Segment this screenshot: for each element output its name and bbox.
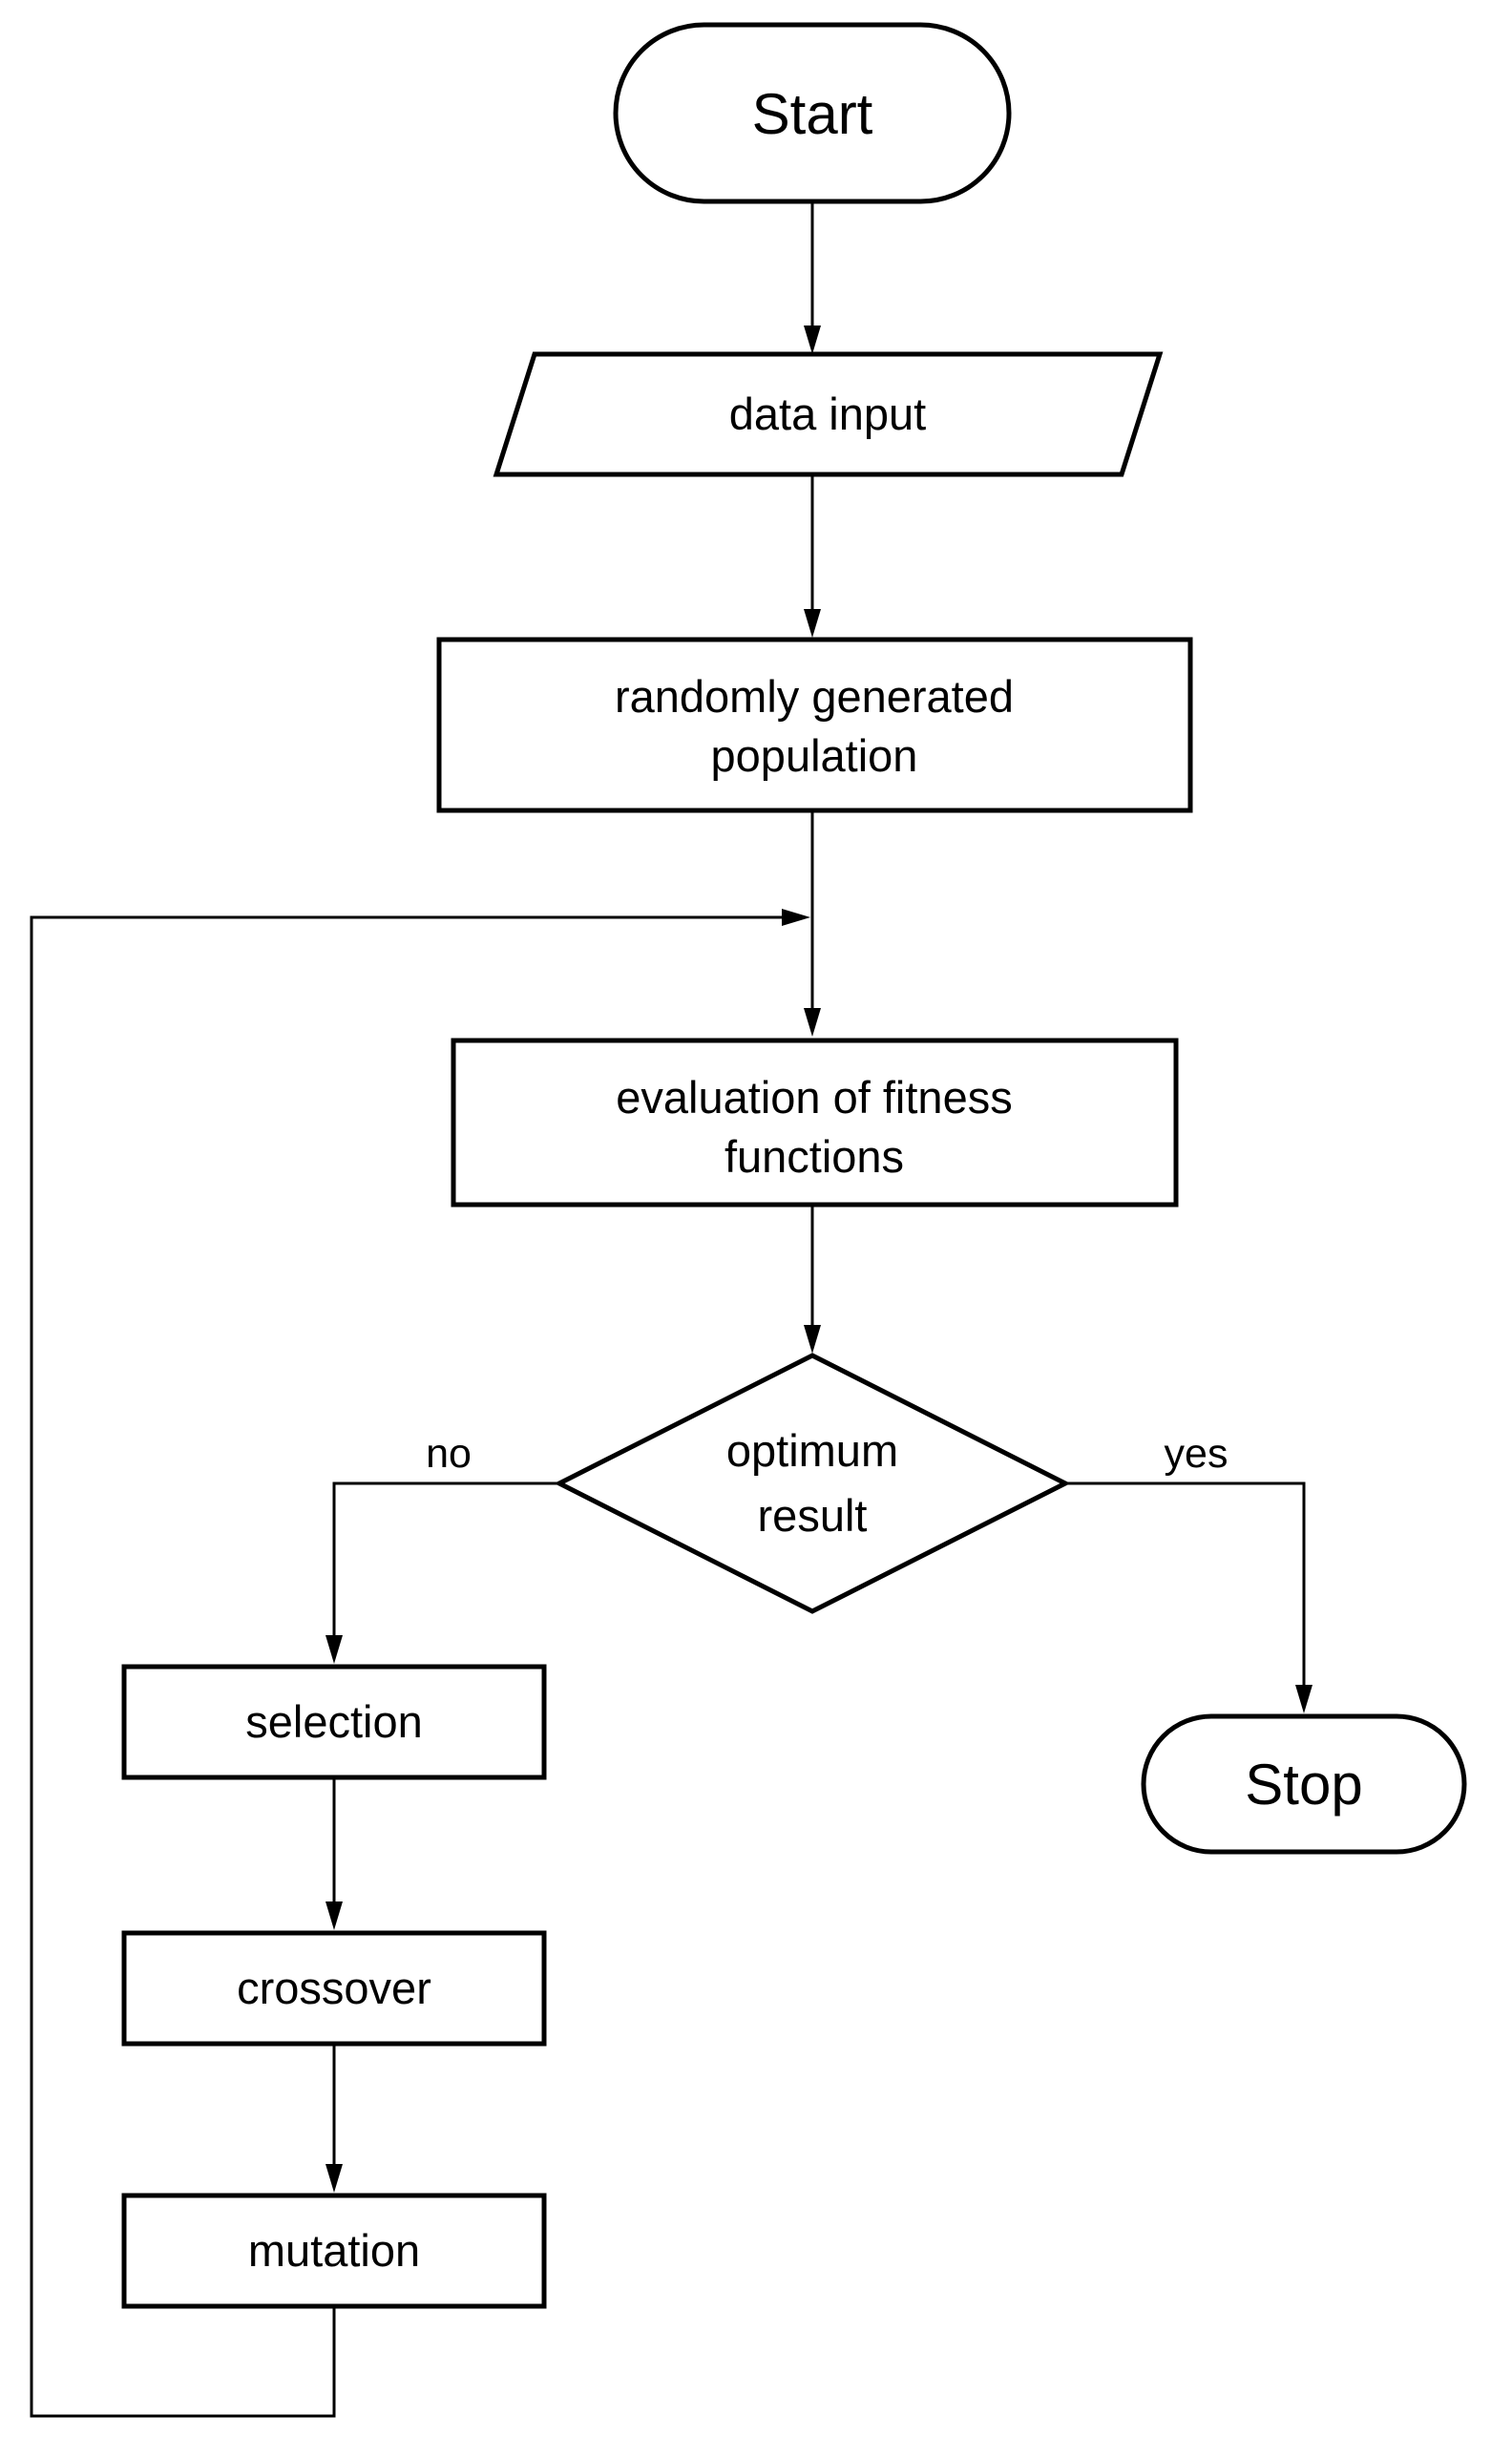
stop-label: Stop — [1245, 1753, 1362, 1817]
yes-branch-label: yes — [1165, 1431, 1228, 1477]
edge-data-input-to-population — [804, 474, 821, 638]
node-start: Start — [613, 22, 1012, 204]
population-process-shape — [436, 637, 1193, 813]
data-input-label: data input — [729, 389, 926, 439]
arrowhead-down-icon — [804, 1008, 821, 1037]
evaluation-process-shape — [451, 1038, 1179, 1208]
stop-terminator-shape — [1141, 1713, 1467, 1855]
decision-label-line1: optimum — [726, 1425, 898, 1476]
population-label-line2: population — [711, 730, 918, 781]
evaluation-label-line1: evaluation of fitness — [616, 1072, 1012, 1123]
edge-start-to-data-input — [804, 201, 821, 354]
population-label-line1: randomly generated — [615, 671, 1014, 722]
edge-line — [1065, 1481, 1306, 1687]
node-mutation: mutation — [121, 2193, 547, 2309]
arrowhead-down-icon — [326, 1901, 343, 1930]
data-input-parallelogram-shape — [493, 351, 1164, 477]
decision-label-line2: result — [758, 1490, 868, 1541]
arrowhead-down-icon — [804, 1325, 821, 1354]
arrowhead-down-icon — [804, 609, 821, 638]
node-population: randomly generated population — [436, 637, 1193, 813]
node-decision: optimum result — [554, 1353, 1071, 1614]
start-terminator-shape — [613, 22, 1012, 204]
arrowhead-down-icon — [326, 2164, 343, 2193]
arrowhead-down-icon — [1295, 1685, 1312, 1713]
feedback-loop-path — [30, 915, 783, 2418]
edge-line — [332, 1481, 559, 1637]
node-evaluation: evaluation of fitness functions — [451, 1038, 1179, 1208]
no-branch-label: no — [426, 1431, 472, 1477]
decision-diamond-shape — [554, 1353, 1071, 1614]
node-stop: Stop — [1141, 1713, 1467, 1855]
arrowhead-right-icon — [782, 909, 810, 926]
node-crossover: crossover — [121, 1930, 547, 2047]
mutation-label: mutation — [248, 2225, 420, 2276]
arrowhead-down-icon — [804, 326, 821, 354]
edge-decision-yes-to-stop — [1065, 1481, 1312, 1713]
crossover-process-shape — [121, 1930, 547, 2047]
edge-crossover-to-mutation — [326, 2044, 343, 2193]
crossover-label: crossover — [237, 1963, 431, 2013]
evaluation-label-line2: functions — [724, 1131, 904, 1182]
mutation-process-shape — [121, 2193, 547, 2309]
arrowhead-down-icon — [326, 1635, 343, 1664]
selection-process-shape — [121, 1664, 547, 1780]
node-selection: selection — [121, 1664, 547, 1780]
edge-population-to-evaluation — [804, 810, 821, 1037]
edge-selection-to-crossover — [326, 1777, 343, 1930]
edge-decision-no-to-selection — [326, 1481, 559, 1664]
start-label: Start — [752, 82, 873, 146]
edge-evaluation-to-decision — [804, 1205, 821, 1354]
edge-feedback-loop — [30, 909, 810, 2418]
node-data-input: data input — [493, 351, 1164, 477]
selection-label: selection — [245, 1696, 423, 1747]
